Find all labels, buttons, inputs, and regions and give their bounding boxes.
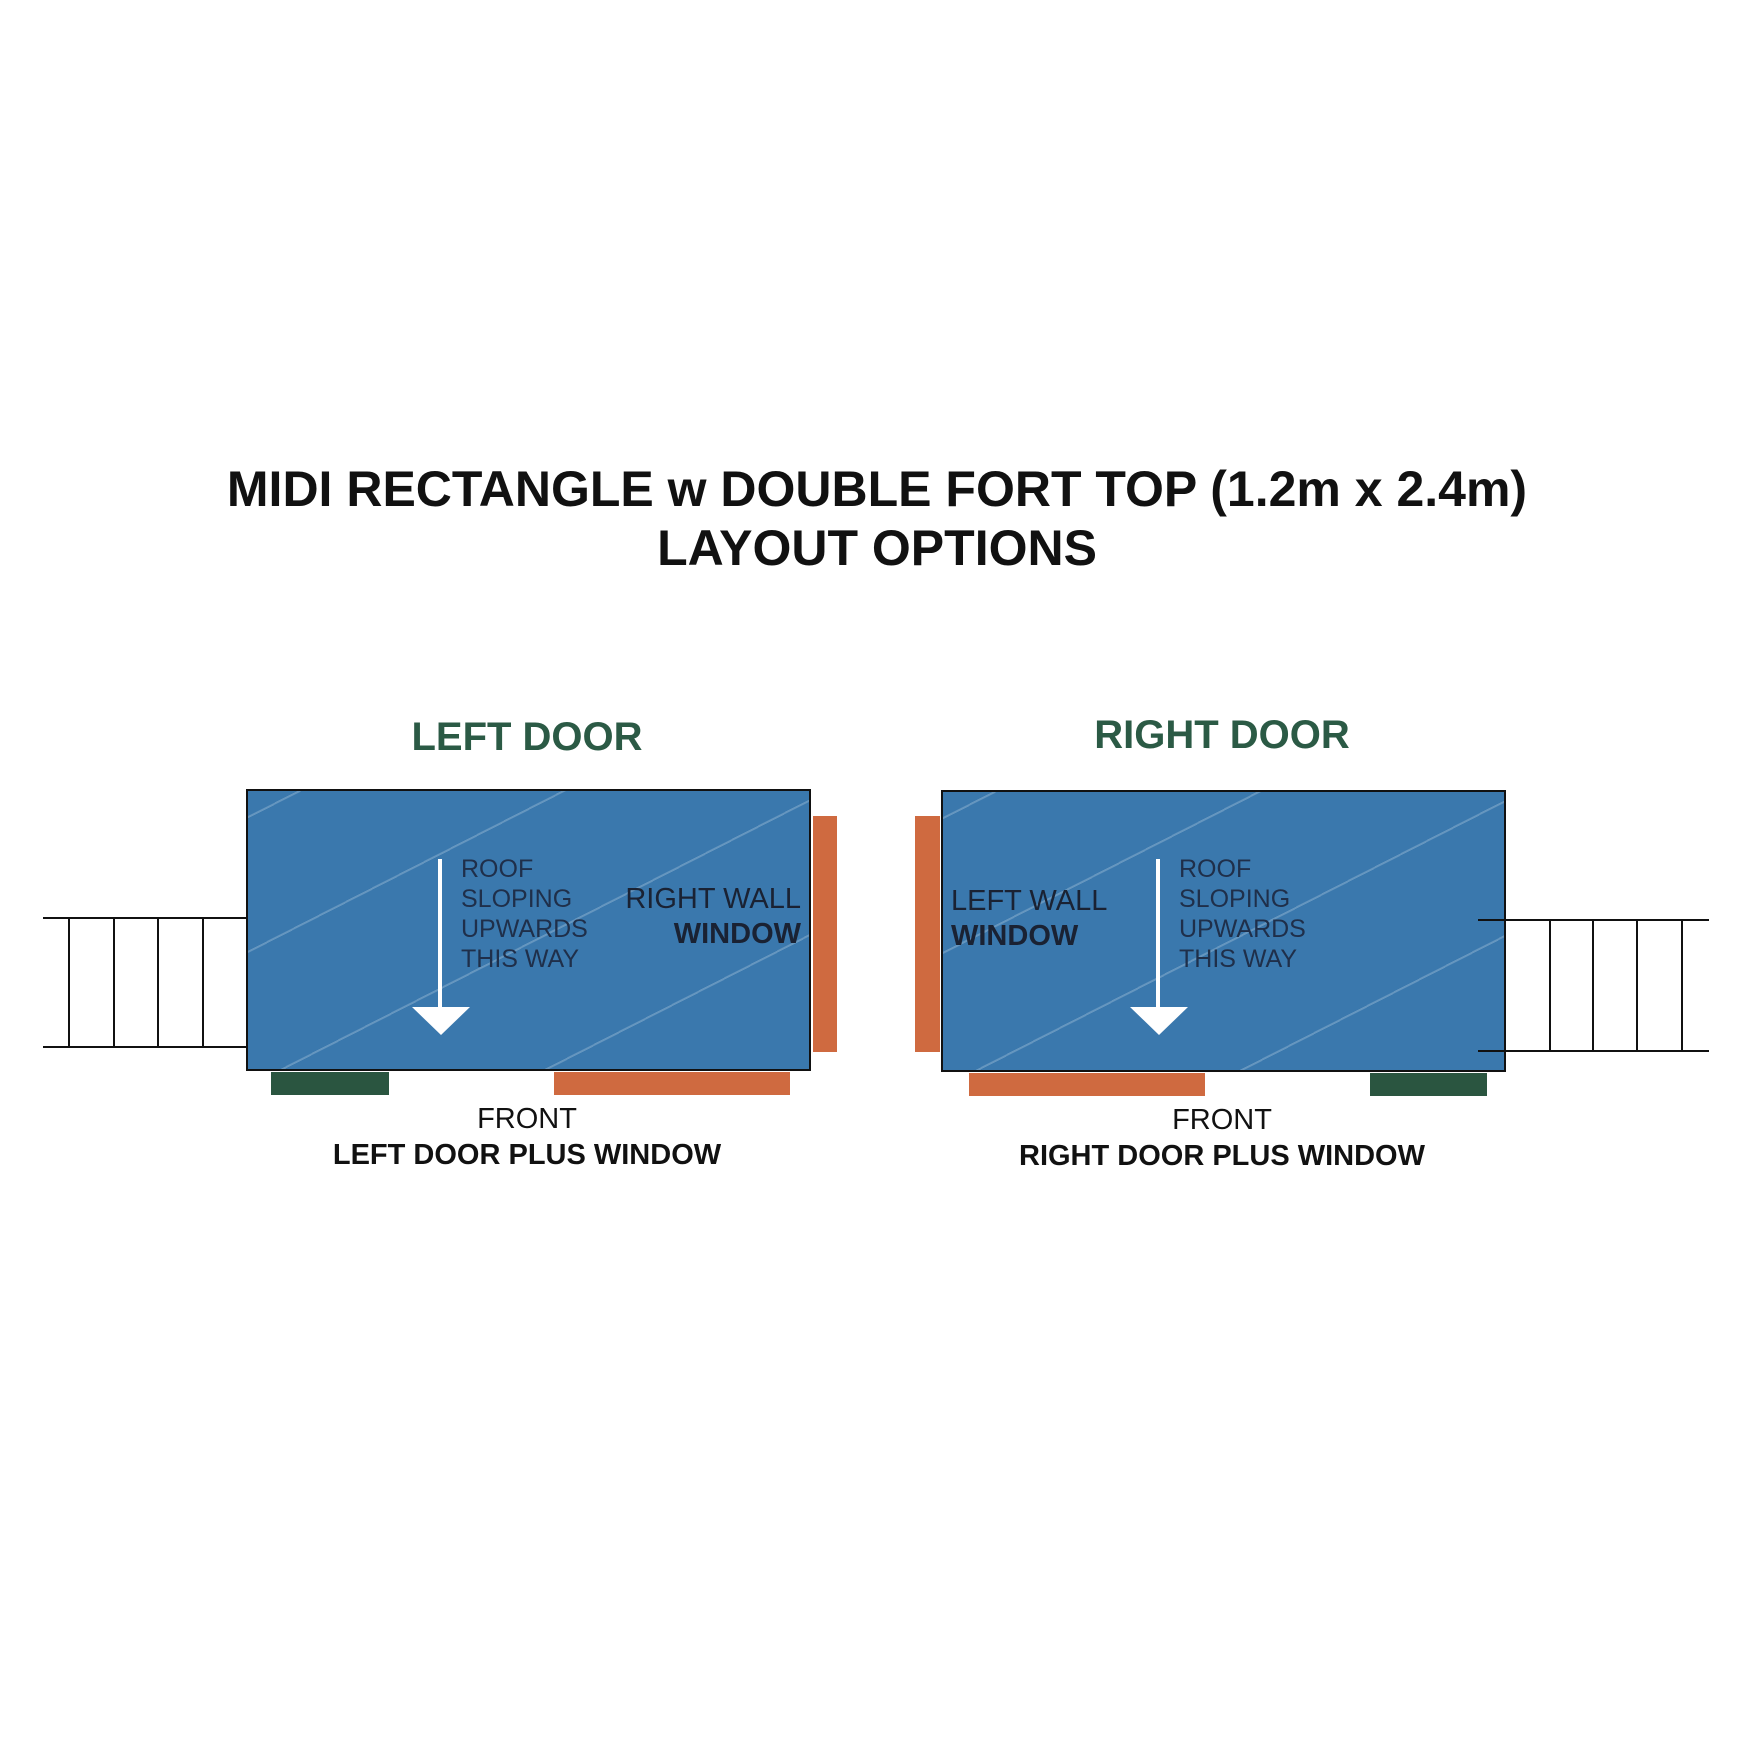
left-roof-plan bbox=[246, 789, 811, 1071]
front-label: FRONT bbox=[1172, 1104, 1272, 1136]
left-wall-window-label: LEFT WALL WINDOW bbox=[951, 884, 1107, 954]
front-label: FRONT bbox=[477, 1103, 577, 1135]
right-door-heading: RIGHT DOOR bbox=[1094, 713, 1350, 757]
wall-label-bold: WINDOW bbox=[951, 920, 1079, 952]
roof-note-line: THIS WAY bbox=[461, 945, 580, 973]
left-door-heading: LEFT DOOR bbox=[411, 715, 643, 759]
front-door bbox=[1370, 1073, 1487, 1096]
right-wall-window bbox=[813, 816, 837, 1052]
right-option-caption: RIGHT DOOR PLUS WINDOW bbox=[1019, 1140, 1425, 1172]
roof-note-line: ROOF bbox=[1179, 855, 1252, 883]
right-slope-arrow-icon bbox=[1130, 859, 1188, 1035]
wall-label-bold: WINDOW bbox=[673, 918, 801, 950]
front-window bbox=[554, 1072, 790, 1095]
left-roof-note: ROOF SLOPING UPWARDS THIS WAY bbox=[461, 854, 588, 974]
right-wall-window-label: RIGHT WALL WINDOW bbox=[600, 882, 801, 952]
left-steps-icon bbox=[43, 917, 274, 1048]
roof-note-line: ROOF bbox=[461, 855, 534, 883]
title-line-1: MIDI RECTANGLE w DOUBLE FORT TOP (1.2m x… bbox=[226, 461, 1528, 517]
wall-label: RIGHT WALL bbox=[625, 883, 801, 915]
right-steps-icon bbox=[1478, 919, 1709, 1052]
title-line-2: LAYOUT OPTIONS bbox=[657, 520, 1097, 576]
roof-note-line: THIS WAY bbox=[1179, 945, 1298, 973]
roof-note-line: SLOPING bbox=[461, 885, 573, 913]
left-slope-arrow-icon bbox=[412, 859, 470, 1035]
right-roof-plan bbox=[941, 790, 1506, 1072]
right-roof-note: ROOF SLOPING UPWARDS THIS WAY bbox=[1179, 854, 1306, 974]
front-door bbox=[271, 1072, 389, 1095]
left-wall-window bbox=[915, 816, 940, 1052]
roof-note-line: UPWARDS bbox=[1179, 915, 1306, 943]
wall-label: LEFT WALL bbox=[951, 885, 1108, 917]
front-window bbox=[969, 1073, 1205, 1096]
roof-note-line: SLOPING bbox=[1179, 885, 1291, 913]
roof-note-line: UPWARDS bbox=[461, 915, 588, 943]
left-option-caption: LEFT DOOR PLUS WINDOW bbox=[332, 1139, 722, 1171]
